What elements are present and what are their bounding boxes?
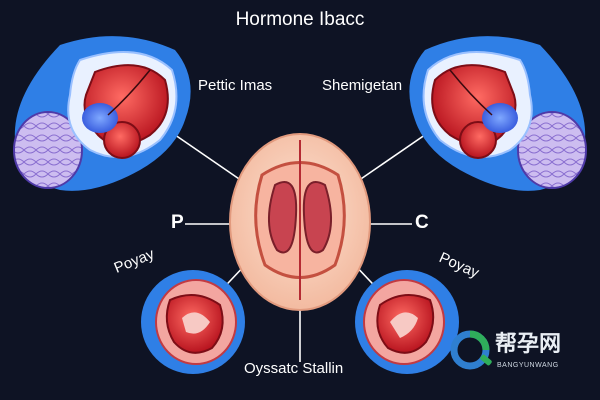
label-top-right: Shemigetan [322,77,403,94]
label-bottom-center: Oyssatc Stallin [244,360,344,377]
organ-center [229,133,371,311]
organ-bottom-right [355,270,459,374]
connector-top-left [164,127,246,184]
diagram-title: Hormone Ibacc [235,9,365,30]
watermark-subtext: BANGYUNWANG [497,362,559,369]
organ-bottom-left [141,270,245,374]
organ-top-left [13,36,191,191]
watermark-text: 帮孕网 [495,331,562,356]
lobule-cluster-icon [517,111,587,189]
watermark-logo-icon [450,330,492,370]
organ-top-right [409,36,587,191]
lobule-cluster-icon [13,111,83,189]
label-top-left: Pettic Imas [198,77,273,94]
label-mid-left: P [171,212,184,233]
connector-top-right [354,127,436,184]
label-mid-right: C [415,212,429,233]
